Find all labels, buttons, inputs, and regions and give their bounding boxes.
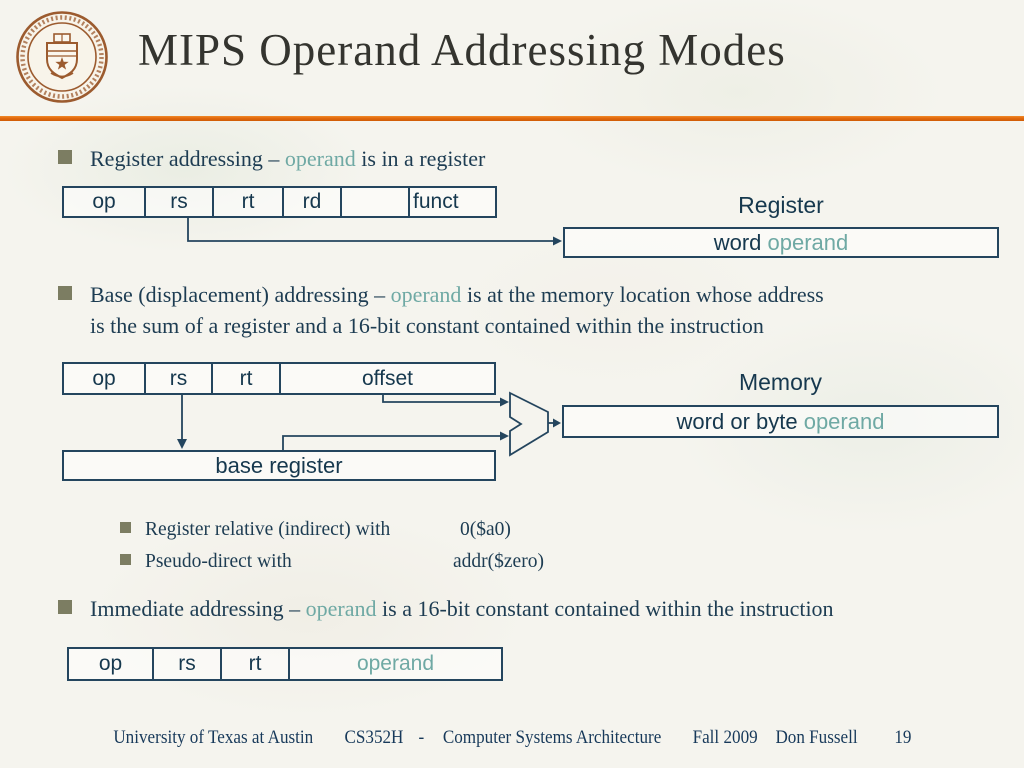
bullet-base-text: Base (displacement) addressing – operand… xyxy=(90,279,970,341)
offset-to-adder-connector xyxy=(382,395,500,403)
sub-bullet-value: 0($a0) xyxy=(460,519,511,540)
sub-bullet-value: addr($zero) xyxy=(453,551,544,572)
field-shamt-blank xyxy=(342,188,410,216)
memory-heading: Memory xyxy=(738,369,823,395)
footer-page-number: 19 xyxy=(893,727,912,748)
bullet-immediate-prefix: Immediate addressing – xyxy=(90,596,306,621)
operand-highlight: operand xyxy=(305,596,377,621)
bullet-immediate-suffix: is a 16-bit constant contained within th… xyxy=(376,596,834,621)
memory-box-word: word or byte xyxy=(676,408,804,434)
field-operand: operand xyxy=(356,652,435,675)
operand-highlight: operand xyxy=(390,282,462,307)
register-box-operand: operand xyxy=(767,229,849,255)
register-heading: Register xyxy=(738,192,824,218)
footer-course: CS352H xyxy=(344,727,404,748)
register-format-table: op rs rt rd funct xyxy=(62,186,497,218)
bullet-square-icon xyxy=(58,286,72,300)
bullet-register-prefix: Register addressing – xyxy=(90,146,285,171)
footer: University of Texas at Austin CS352H - C… xyxy=(0,727,1024,749)
rd-to-register-connector xyxy=(187,218,553,242)
sub-bullet-register-relative: Register relative (indirect) with 0($a0) xyxy=(120,519,660,541)
bullet-register-addressing: Register addressing – operand is in a re… xyxy=(58,143,485,174)
arrowhead-into-adder-bottom xyxy=(500,431,509,441)
field-rt: rt xyxy=(213,364,281,393)
footer-text: University of Texas at Austin CS352H - C… xyxy=(113,727,911,749)
bullet-square-icon xyxy=(120,522,131,533)
base-register-to-adder-connector xyxy=(282,435,500,450)
field-offset: offset xyxy=(362,366,413,390)
bullet-immediate-addressing: Immediate addressing – operand is a 16-b… xyxy=(58,593,834,624)
arrowhead-into-register-box xyxy=(553,236,562,246)
page-title: MIPS Operand Addressing Modes xyxy=(138,25,786,75)
footer-university: University of Texas at Austin xyxy=(112,727,313,748)
bullet-register-text: Register addressing – operand is in a re… xyxy=(90,143,485,174)
footer-term: Fall 2009 xyxy=(692,727,758,748)
field-funct: funct xyxy=(413,190,459,213)
bullet-immediate-text: Immediate addressing – operand is a 16-b… xyxy=(90,593,834,624)
bullet-square-icon xyxy=(58,150,72,164)
ut-austin-seal-logo xyxy=(16,11,108,103)
adder-symbol xyxy=(509,391,549,457)
sub-bullet-label: Register relative (indirect) with xyxy=(145,519,391,540)
register-box-word: word xyxy=(713,229,768,255)
register-word-box: word operand xyxy=(563,227,999,258)
field-op: op xyxy=(64,364,146,393)
field-rt: rt xyxy=(214,188,284,216)
field-rs: rs xyxy=(146,364,213,393)
field-rs: rs xyxy=(154,649,222,679)
bullet-base-addressing: Base (displacement) addressing – operand… xyxy=(58,279,970,341)
memory-box-operand: operand xyxy=(803,408,885,434)
sub-bullet-label: Pseudo-direct with xyxy=(145,551,292,572)
field-op: op xyxy=(69,649,154,679)
title-divider-rule xyxy=(0,116,1024,121)
bullet-square-icon xyxy=(120,554,131,565)
operand-highlight: operand xyxy=(284,146,356,171)
arrowhead-into-memory-box xyxy=(553,418,561,428)
base-register-label: base register xyxy=(215,452,343,478)
bullet-square-icon xyxy=(58,600,72,614)
bullet-base-suffix: is at the memory location whose address xyxy=(461,282,824,307)
footer-dash: - xyxy=(418,727,424,748)
footer-author: Don Fussell xyxy=(775,727,858,748)
base-register-box: base register xyxy=(62,450,496,481)
base-format-table: op rs rt offset xyxy=(62,362,496,395)
field-rs: rs xyxy=(146,188,214,216)
bullet-base-line2: is the sum of a register and a 16-bit co… xyxy=(90,313,764,338)
memory-word-box: word or byte operand xyxy=(562,405,999,438)
field-rt: rt xyxy=(222,649,290,679)
field-rd: rd xyxy=(284,188,342,216)
arrowhead-into-adder-top xyxy=(500,397,509,407)
footer-course-name: Computer Systems Architecture xyxy=(442,727,661,748)
arrowhead-into-base-register xyxy=(177,439,187,449)
immediate-format-table: op rs rt operand xyxy=(67,647,503,681)
bullet-register-suffix: is in a register xyxy=(355,146,486,171)
sub-bullet-pseudo-direct: Pseudo-direct with addr($zero) xyxy=(120,551,660,573)
field-op: op xyxy=(64,188,146,216)
bullet-base-prefix: Base (displacement) addressing – xyxy=(90,282,391,307)
